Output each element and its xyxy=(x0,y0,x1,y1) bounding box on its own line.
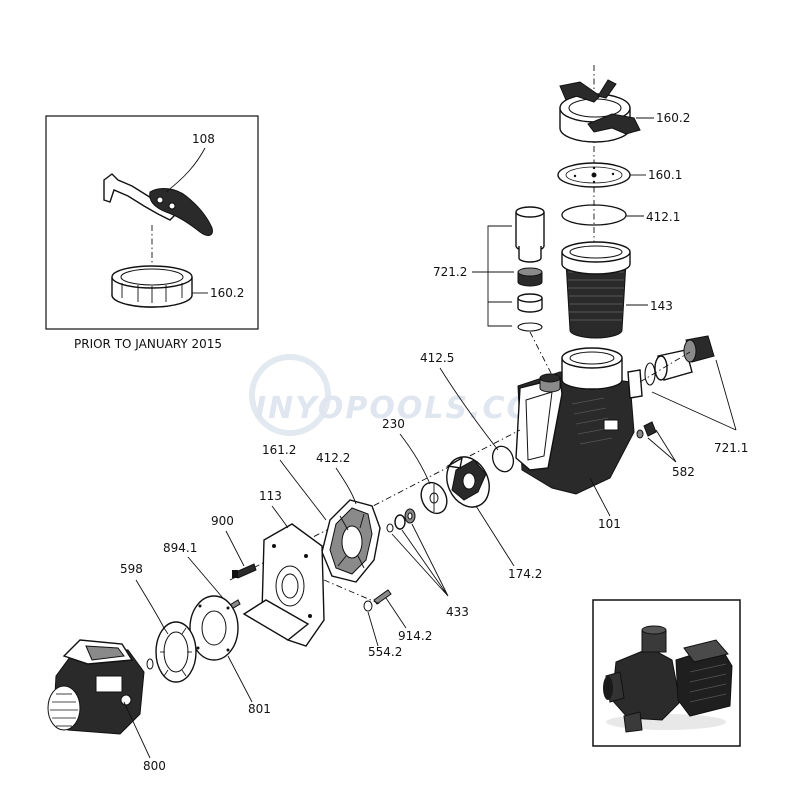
label-174-2: 174.2 xyxy=(508,567,542,581)
inset-box xyxy=(45,115,259,330)
leader-894-1 xyxy=(187,556,229,605)
label-900: 900 xyxy=(211,514,234,528)
label-894-1: 894.1 xyxy=(163,541,197,555)
leader-113 xyxy=(271,505,289,529)
screw-900 xyxy=(232,563,257,579)
watermark-text: INYOPOOLS.COM xyxy=(255,391,566,426)
leader-412-5 xyxy=(439,367,499,451)
label-800: 800 xyxy=(143,759,166,773)
leader-914-2 xyxy=(385,597,407,629)
leader-230 xyxy=(399,433,431,485)
product-photo xyxy=(603,625,733,733)
pump-housing-101 xyxy=(515,347,643,495)
bracket-721-2 xyxy=(487,225,512,327)
basket-143 xyxy=(561,241,631,339)
label-721-1: 721.1 xyxy=(714,441,748,455)
leader-101 xyxy=(589,477,611,517)
label-412-1: 412.1 xyxy=(646,210,680,224)
leader-598 xyxy=(135,579,165,629)
union-axis-line xyxy=(639,351,691,383)
leader-161-2 xyxy=(279,459,327,521)
label-230: 230 xyxy=(382,417,405,431)
impeller-230 xyxy=(420,481,448,515)
label-113: 113 xyxy=(259,489,282,503)
label-721-2: 721.2 xyxy=(433,265,467,279)
union-721-1 xyxy=(644,335,715,386)
wrench-108 xyxy=(103,173,213,236)
label-801: 801 xyxy=(248,702,271,716)
leader-108 xyxy=(165,147,206,193)
label-161-2: 161.2 xyxy=(262,443,296,457)
leader-900 xyxy=(225,530,245,567)
washer-554-2 xyxy=(363,600,373,612)
gasket-598 xyxy=(155,621,197,683)
label-160-2-inset: 160.2 xyxy=(210,286,244,300)
o-ring-412-1 xyxy=(561,204,627,226)
label-554-2: 554.2 xyxy=(368,645,402,659)
leader-433 xyxy=(391,523,449,597)
watermark: INYOPOOLS.COM xyxy=(249,354,566,436)
label-914-2: 914.2 xyxy=(398,629,432,643)
leader-554-2 xyxy=(367,611,379,647)
label-582: 582 xyxy=(672,465,695,479)
motor-800 xyxy=(47,639,145,735)
leader-801 xyxy=(227,655,253,703)
label-108: 108 xyxy=(192,132,215,146)
drain-plugs-582 xyxy=(636,421,657,439)
label-412-5: 412.5 xyxy=(420,351,454,365)
adapter-axis-line xyxy=(529,331,553,376)
label-412-2: 412.2 xyxy=(316,451,350,465)
lid-160-2 xyxy=(559,79,641,143)
bracket-721-1 xyxy=(651,359,737,431)
motor-shaft-ring xyxy=(146,658,154,670)
seals-433 xyxy=(386,508,416,533)
label-143: 143 xyxy=(650,299,673,313)
diffuser-174-2 xyxy=(445,456,490,508)
motor-bracket-113 xyxy=(242,523,325,647)
bolt-axis-line xyxy=(323,579,381,605)
leader-800 xyxy=(123,701,151,759)
o-ring-412-5 xyxy=(491,445,515,473)
lid-plate-160-1 xyxy=(557,162,631,188)
label-160-1: 160.1 xyxy=(648,168,682,182)
inset-caption: PRIOR TO JANUARY 2015 xyxy=(74,337,222,351)
leader-174-2 xyxy=(475,505,515,567)
label-101: 101 xyxy=(598,517,621,531)
label-160-2: 160.2 xyxy=(656,111,690,125)
leader-412-2 xyxy=(335,467,357,505)
label-598: 598 xyxy=(120,562,143,576)
adapter-plate-801 xyxy=(189,595,239,661)
adapter-group-721-2 xyxy=(515,206,545,332)
lock-ring-160-2-inset xyxy=(111,265,193,308)
label-433: 433 xyxy=(446,605,469,619)
seal-plate-412-2 xyxy=(321,499,381,583)
leader-582 xyxy=(647,429,677,463)
